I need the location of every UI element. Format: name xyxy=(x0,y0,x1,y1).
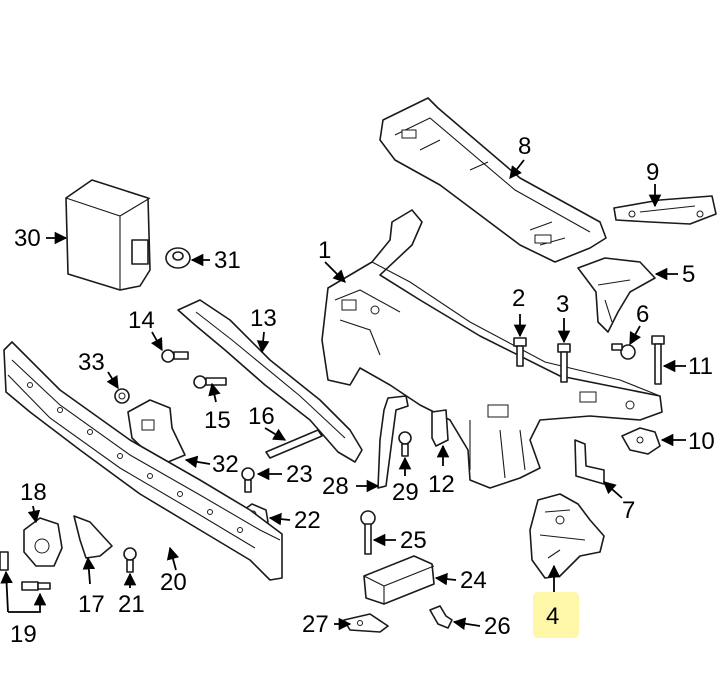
part-8-upper-cross-member xyxy=(379,97,607,263)
label-21: 21 xyxy=(118,591,145,618)
part-21-screw xyxy=(123,547,137,573)
label-2: 2 xyxy=(512,285,525,312)
part-15-bolt xyxy=(193,375,227,389)
label-26: 26 xyxy=(484,613,511,640)
part-31-nut xyxy=(165,247,191,269)
highlight-box xyxy=(533,592,579,638)
label-24: 24 xyxy=(460,567,487,594)
part-9-bracket xyxy=(613,195,717,225)
part-24-module xyxy=(363,555,435,605)
part-18-bracket xyxy=(23,517,63,567)
part-1-front-carrier xyxy=(321,209,663,489)
part-30-module xyxy=(65,179,151,291)
label-3: 3 xyxy=(556,291,569,318)
label-9: 9 xyxy=(646,159,659,186)
label-8: 8 xyxy=(518,133,531,160)
part-16-pin xyxy=(265,429,323,459)
label-19: 19 xyxy=(10,621,37,648)
label-31: 31 xyxy=(214,247,241,274)
part-5-bracket xyxy=(577,257,656,333)
part-14-bolt xyxy=(161,349,189,363)
label-14: 14 xyxy=(128,307,155,334)
label-7: 7 xyxy=(622,497,635,524)
part-33-screw xyxy=(114,388,130,404)
part-23-screw xyxy=(241,467,255,493)
label-10: 10 xyxy=(688,428,715,455)
part-13-bracket xyxy=(177,299,363,463)
label-6: 6 xyxy=(636,301,649,328)
label-25: 25 xyxy=(400,527,427,554)
label-33: 33 xyxy=(78,349,105,376)
part-26-screw xyxy=(429,605,453,629)
label-27: 27 xyxy=(302,611,329,638)
label-16: 16 xyxy=(248,403,275,430)
part-6-nut xyxy=(611,343,636,360)
label-28: 28 xyxy=(322,473,349,500)
label-13: 13 xyxy=(250,305,277,332)
part-11-bolt xyxy=(651,335,665,385)
label-15: 15 xyxy=(204,407,231,434)
part-12-clip xyxy=(431,409,449,447)
label-11: 11 xyxy=(688,353,713,380)
part-19-bolts xyxy=(0,551,51,591)
part-17-bracket xyxy=(73,515,113,559)
part-4-lower-bracket xyxy=(529,493,605,579)
label-23: 23 xyxy=(286,461,313,488)
label-12: 12 xyxy=(428,471,455,498)
part-2-bolt xyxy=(513,337,527,367)
label-29: 29 xyxy=(392,479,419,506)
part-20-bumper-beam xyxy=(3,341,283,581)
part-28-rod xyxy=(377,395,409,489)
part-10-clip xyxy=(621,427,661,455)
part-25-bolt xyxy=(360,510,376,555)
part-3-bolt xyxy=(557,343,571,383)
callout-labels: 1 2 3 4 5 6 7 8 9 10 11 12 13 14 15 16 1… xyxy=(10,133,715,648)
part-27-clip xyxy=(343,613,389,633)
label-30: 30 xyxy=(14,225,41,252)
label-18: 18 xyxy=(20,479,47,506)
label-17: 17 xyxy=(78,591,105,618)
label-20: 20 xyxy=(160,569,187,596)
part-7-l-bracket xyxy=(574,439,605,485)
label-4: 4 xyxy=(546,603,559,630)
label-32: 32 xyxy=(212,451,239,478)
label-1: 1 xyxy=(318,237,331,264)
part-29-screw xyxy=(398,431,412,457)
label-5: 5 xyxy=(682,261,695,288)
label-22: 22 xyxy=(294,507,321,534)
leader-arrows xyxy=(0,159,686,631)
